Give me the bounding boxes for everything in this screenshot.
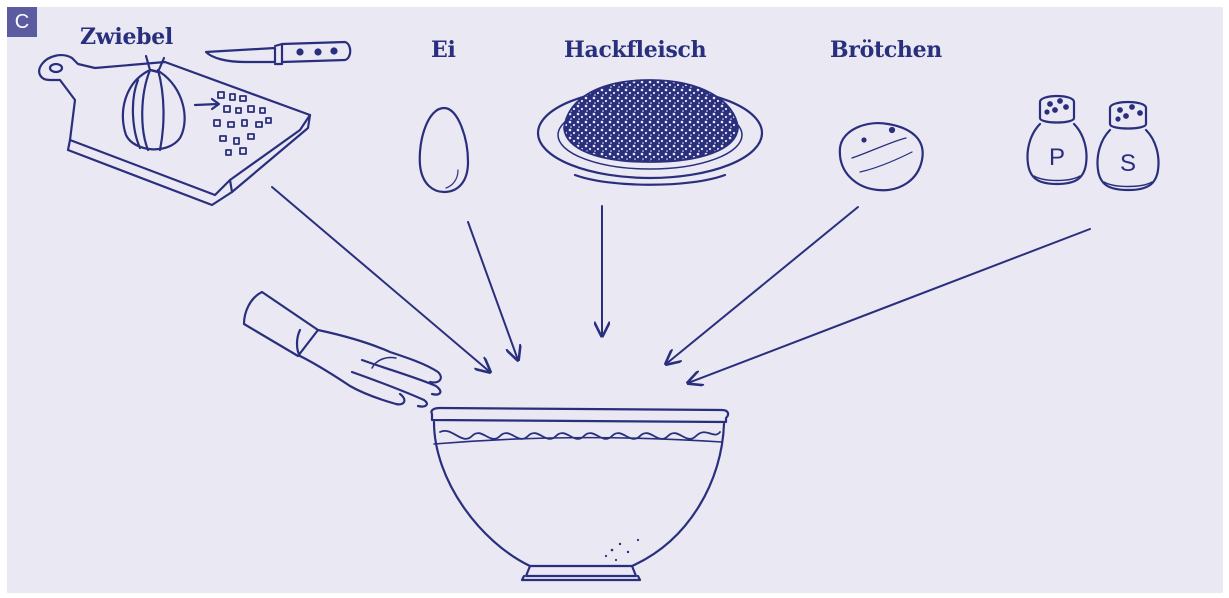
pepper-shaker-letter: P	[1049, 144, 1065, 171]
panel-letter-badge: C	[7, 7, 37, 37]
salt-shaker-letter: S	[1120, 150, 1136, 177]
bread-roll-icon	[840, 123, 923, 190]
mixing-bowl-icon	[431, 408, 728, 580]
egg-icon	[420, 108, 468, 192]
arrow-ei	[468, 222, 518, 360]
arrow-broetchen	[666, 207, 858, 364]
minced-meat-plate-icon	[538, 80, 762, 185]
label-ei: Ei	[431, 37, 456, 63]
chopped-onion-pieces	[214, 92, 271, 155]
knife-icon	[206, 42, 350, 64]
label-broetchen: Brötchen	[830, 37, 942, 63]
onion-icon	[123, 56, 219, 150]
hand-icon	[244, 292, 441, 407]
label-zwiebel: Zwiebel	[80, 24, 173, 50]
arrow-salz-pfeffer	[688, 229, 1090, 383]
label-hackfleisch: Hackfleisch	[564, 37, 706, 63]
arrow-zwiebel	[272, 187, 490, 372]
